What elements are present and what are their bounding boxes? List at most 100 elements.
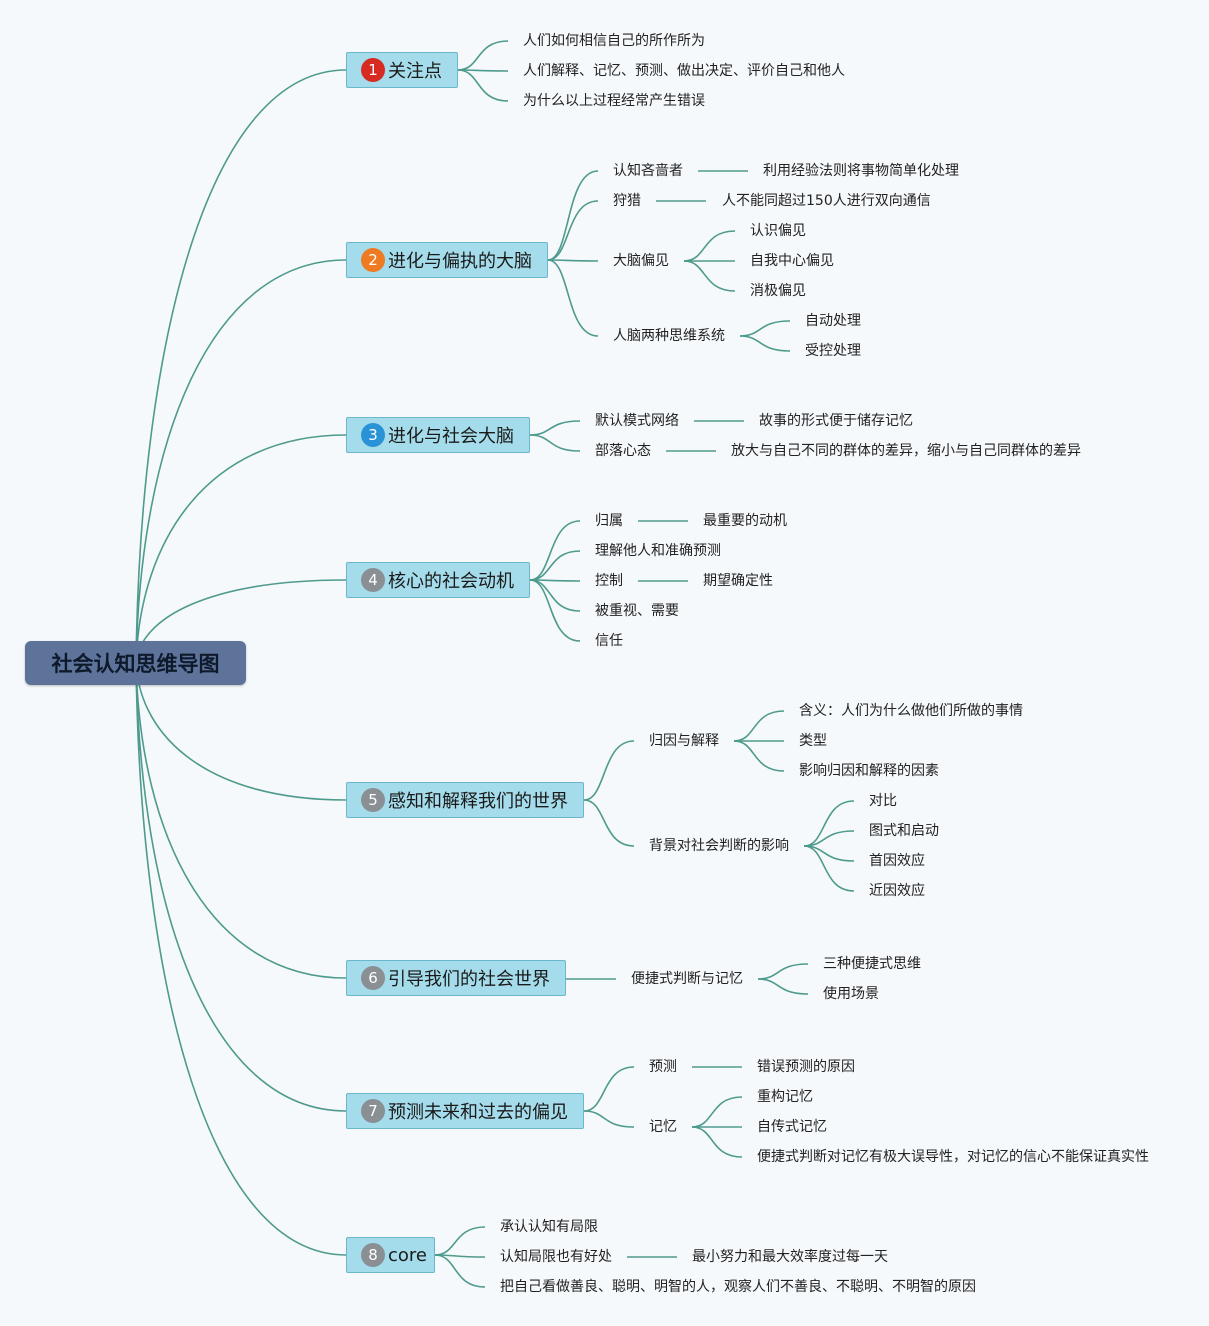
badge-7-icon: 7 [361,1099,385,1123]
topic-node[interactable]: 默认模式网络 [595,413,679,429]
branch-connector [547,259,599,337]
branch-4-social-motives[interactable]: 4 核心的社会动机 [346,562,530,598]
topic-node[interactable]: 归属 [595,513,623,529]
topic-item[interactable]: 含义：人们为什么做他们所做的事情 [799,703,1023,719]
topic-item[interactable]: 图式和启动 [869,823,939,839]
topic-item[interactable]: 对比 [869,793,897,809]
branch-connector [529,579,581,642]
topic-item[interactable]: 自我中心偏见 [750,253,834,269]
topic-node[interactable]: 认知局限也有好处 [500,1249,612,1265]
root-connector [135,662,347,1256]
topic-item[interactable]: 类型 [799,733,827,749]
topic-node[interactable]: 背景对社会判断的影响 [649,838,789,854]
topic-node[interactable]: 人们如何相信自己的所作所为 [523,33,705,49]
topic-item[interactable]: 首因效应 [869,853,925,869]
branch-connector [683,260,736,292]
root-connector [135,259,347,664]
root-connector [135,662,347,801]
topic-detail[interactable]: 故事的形式便于储存记忆 [759,413,913,429]
topic-node[interactable]: 信任 [595,633,623,649]
topic-node[interactable]: 承认认知有局限 [500,1219,598,1235]
topic-node[interactable]: 把自己看做善良、聪明、明智的人，观察人们不善良、不聪明、不明智的原因 [500,1279,976,1295]
branch-label: 核心的社会动机 [388,571,514,592]
branch-connector [739,320,791,337]
topic-item[interactable]: 受控处理 [805,343,861,359]
topic-node[interactable]: 人脑两种思维系统 [613,328,725,344]
branch-5-perceive-world[interactable]: 5 感知和解释我们的世界 [346,782,584,818]
branch-connector [691,1126,743,1158]
branch-connector [457,40,509,71]
branch-connector [547,200,599,261]
topic-item[interactable]: 认识偏见 [750,223,806,239]
topic-detail[interactable]: 放大与自己不同的群体的差异，缩小与自己同群体的差异 [731,443,1081,459]
badge-4-icon: 4 [361,568,385,592]
topic-detail[interactable]: 最小努力和最大效率度过每一天 [692,1249,888,1265]
badge-2-icon: 2 [361,248,385,272]
branch-connector [683,230,736,262]
branch-connector [434,1254,486,1288]
topic-node[interactable]: 控制 [595,573,623,589]
branch-label: core [388,1244,427,1266]
branch-2-evolution-brain[interactable]: 2 进化与偏执的大脑 [346,242,548,278]
branch-8-core[interactable]: 8 core [346,1237,435,1273]
branch-connector [803,800,855,847]
topic-item[interactable]: 重构记忆 [757,1089,813,1105]
branch-connector [529,434,581,452]
branch-label: 感知和解释我们的世界 [388,791,568,812]
branch-connector [457,69,509,102]
branch-label: 预测未来和过去的偏见 [388,1102,568,1123]
branch-1-focus[interactable]: 1 关注点 [346,52,458,88]
root-connector [135,662,347,1112]
topic-node[interactable]: 预测 [649,1059,677,1075]
topic-item[interactable]: 三种便捷式思维 [823,956,921,972]
topic-item[interactable]: 使用场景 [823,986,879,1002]
topic-node[interactable]: 为什么以上过程经常产生错误 [523,93,705,109]
topic-detail[interactable]: 利用经验法则将事物简单化处理 [763,163,959,179]
topic-item[interactable]: 自传式记忆 [757,1119,827,1135]
badge-6-icon: 6 [361,966,385,990]
branch-connector [583,1110,635,1128]
topic-node[interactable]: 人们解释、记忆、预测、做出决定、评价自己和他人 [523,63,845,79]
root-connector [135,662,347,979]
branch-connector [739,335,791,352]
topic-item[interactable]: 影响归因和解释的因素 [799,763,939,779]
branch-6-guide-world[interactable]: 6 引导我们的社会世界 [346,960,566,996]
badge-1-icon: 1 [361,58,385,82]
branch-connector [757,978,809,995]
topic-detail[interactable]: 错误预测的原因 [757,1059,855,1075]
branch-label: 关注点 [388,61,442,82]
branch-connector [547,259,599,262]
topic-item[interactable]: 近因效应 [869,883,925,899]
root-topic[interactable]: 社会认知思维导图 [25,641,246,685]
badge-5-icon: 5 [361,788,385,812]
branch-connector [733,740,785,772]
topic-item[interactable]: 消极偏见 [750,283,806,299]
topic-node[interactable]: 认知吝啬者 [613,163,683,179]
topic-node[interactable]: 大脑偏见 [613,253,669,269]
root-connector [135,69,347,664]
topic-node[interactable]: 理解他人和准确预测 [595,543,721,559]
branch-connector [803,845,855,892]
topic-node[interactable]: 狩猎 [613,193,641,209]
topic-item[interactable]: 便捷式判断对记忆有极大误导性，对记忆的信心不能保证真实性 [757,1149,1149,1165]
branch-connector [583,740,635,801]
topic-node[interactable]: 记忆 [649,1119,677,1135]
badge-3-icon: 3 [361,423,385,447]
topic-item[interactable]: 自动处理 [805,313,861,329]
branch-3-social-brain[interactable]: 3 进化与社会大脑 [346,417,530,453]
branch-7-prediction-bias[interactable]: 7 预测未来和过去的偏见 [346,1093,584,1129]
branch-label: 进化与偏执的大脑 [388,251,532,272]
topic-detail[interactable]: 最重要的动机 [703,513,787,529]
branch-connector [434,1226,486,1256]
topic-node[interactable]: 便捷式判断与记忆 [631,971,743,987]
topic-node[interactable]: 部落心态 [595,443,651,459]
branch-connector [757,963,809,980]
branch-connector [529,579,581,612]
topic-node[interactable]: 归因与解释 [649,733,719,749]
topic-detail[interactable]: 人不能同超过150人进行双向通信 [722,193,931,209]
topic-node[interactable]: 被重视、需要 [595,603,679,619]
topic-detail[interactable]: 期望确定性 [703,573,773,589]
root-connector [135,434,347,664]
branch-connector [583,799,635,847]
